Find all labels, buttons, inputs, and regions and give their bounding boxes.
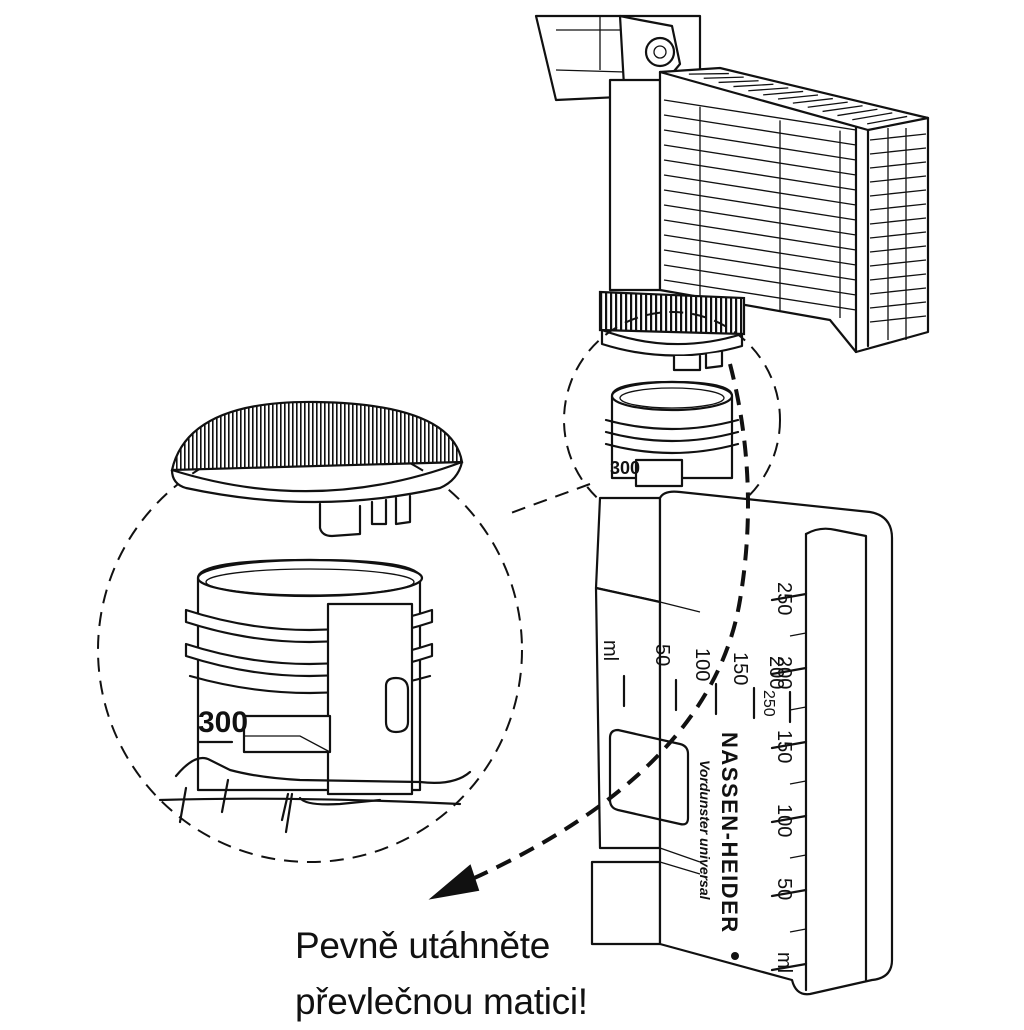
scale-tick bbox=[770, 592, 808, 602]
scale-label: 50 bbox=[773, 878, 795, 900]
scale-tick bbox=[770, 888, 808, 898]
scale-tick bbox=[770, 666, 808, 676]
angled-scale-label: 200 bbox=[765, 656, 787, 689]
scale-minor-tick bbox=[789, 854, 807, 859]
angled-scale: ml 50 100 150 200 bbox=[599, 640, 792, 724]
right-scale: 250 200 150 100 50 ml bbox=[770, 582, 808, 973]
caption-line-2: převlečnou matici! bbox=[295, 981, 588, 1022]
union-nut bbox=[598, 290, 746, 372]
scale-label: 100 bbox=[773, 804, 795, 837]
angled-scale-label: 150 bbox=[729, 652, 751, 685]
detail-magnified-view: 300 bbox=[97, 400, 523, 863]
detail-neck-mark: 300 bbox=[198, 706, 248, 739]
inner-scale-mark: 250 bbox=[760, 690, 777, 717]
brand-label: NASSEN-HEIDER bbox=[717, 732, 742, 934]
arrow-head-icon bbox=[428, 864, 480, 900]
angled-scale-label: ml bbox=[599, 640, 621, 661]
scale-tick bbox=[770, 814, 808, 824]
scale-minor-tick bbox=[789, 928, 807, 933]
scale-tick bbox=[770, 740, 808, 750]
scale-label: 200 bbox=[773, 656, 795, 689]
dispenser-unit bbox=[608, 66, 930, 354]
scale-label: 150 bbox=[773, 730, 795, 763]
angled-scale-label: 100 bbox=[691, 648, 713, 681]
scale-minor-tick bbox=[789, 706, 807, 711]
scale-label: 250 bbox=[773, 582, 795, 615]
caption-line-1: Pevně utáhněte bbox=[295, 925, 551, 966]
brand-subtitle: Vordunster universal bbox=[697, 760, 713, 901]
bottle: NASSEN-HEIDER Vordunster universal 25020… bbox=[590, 490, 894, 996]
neck-capacity-mark: 300 bbox=[610, 458, 640, 478]
scale-minor-tick bbox=[789, 632, 807, 637]
scale-label: ml bbox=[773, 952, 795, 973]
tighten-arrow-path bbox=[469, 363, 750, 882]
instruction-caption: Pevně utáhněte převlečnou matici! bbox=[295, 918, 725, 1030]
scale-minor-tick bbox=[789, 780, 807, 785]
bottle-neck: 300 bbox=[604, 380, 740, 488]
angled-scale-label: 50 bbox=[651, 644, 673, 666]
scale-tick bbox=[770, 962, 808, 972]
